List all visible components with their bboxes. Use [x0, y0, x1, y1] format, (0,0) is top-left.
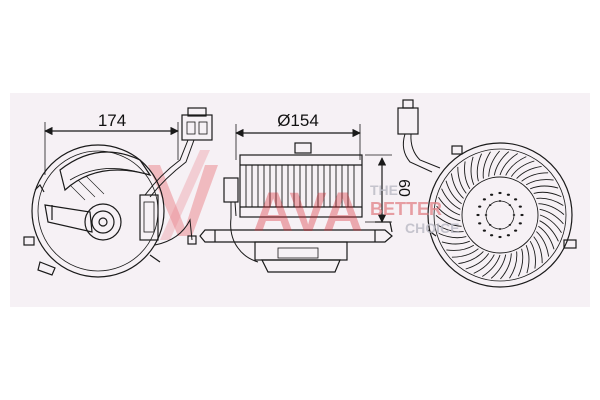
wheel-blade	[436, 224, 464, 233]
wheel-blade	[465, 253, 490, 270]
wheel-blade	[490, 254, 507, 279]
wheel-blade	[436, 205, 461, 222]
wheel-blade	[539, 208, 564, 225]
wheel-blade	[529, 240, 536, 269]
wheel-blade	[446, 244, 475, 251]
wheel-blade	[536, 197, 564, 206]
watermark-tagline-3: CHOICE	[405, 220, 459, 236]
hub-dot	[518, 205, 522, 208]
height-dimension-label: 60	[395, 179, 412, 197]
fan-blade-lines	[245, 165, 355, 207]
hub-dot	[484, 214, 488, 216]
wheel-blade	[470, 156, 475, 185]
wheel-blade	[525, 179, 554, 186]
hub-dot	[482, 229, 486, 232]
hub-dot	[508, 223, 512, 226]
wheel-blade	[451, 248, 479, 258]
wheel-blade	[441, 240, 470, 245]
wheel-blade	[500, 253, 512, 280]
wheel-blade	[464, 161, 471, 190]
wheel-blade	[538, 203, 565, 215]
wheel-hub-dots	[476, 191, 524, 239]
hub-dot	[490, 193, 494, 196]
wheel-blade	[438, 197, 461, 216]
wheel-blade	[533, 236, 543, 264]
wheel-blade	[458, 251, 484, 265]
hub-dot	[514, 198, 518, 201]
wheel-blade	[482, 254, 501, 277]
hub-dot	[488, 223, 492, 226]
wheel-blade	[516, 165, 542, 179]
hub-dot	[498, 235, 502, 239]
wheel-blade	[482, 151, 491, 179]
wheel-blade	[538, 225, 555, 250]
wheel-blade	[445, 180, 462, 205]
wheel-blade	[488, 150, 500, 177]
hub-dot	[478, 205, 482, 208]
hub-dot	[506, 234, 510, 237]
wheel-blade	[457, 166, 467, 194]
right-wheel-view	[397, 99, 577, 288]
hub-dot	[482, 198, 486, 201]
hub-dot	[476, 213, 480, 217]
diameter-dimension-label: Ø154	[277, 111, 319, 130]
hub-dot	[512, 214, 516, 216]
watermark-tagline-1: THE	[370, 182, 398, 198]
wheel-blade	[493, 151, 510, 176]
wheel-blade	[539, 220, 559, 242]
watermark-tagline-2: BETTER	[370, 199, 442, 219]
wheel-blade	[438, 232, 467, 239]
wheel-blade	[521, 172, 549, 182]
left-housing-view	[23, 107, 213, 278]
watermark-logo	[148, 150, 218, 240]
hub-dot	[520, 213, 524, 217]
hub-dot	[518, 222, 522, 225]
center-fan-view	[199, 124, 393, 273]
watermark-brand: AVA	[253, 180, 363, 243]
wheel-blade	[441, 188, 461, 210]
hub-dot	[498, 191, 502, 195]
wheel-blade	[473, 254, 495, 274]
wheel-blade	[517, 248, 524, 277]
hub-dot	[498, 200, 502, 202]
wheel-blade	[499, 153, 518, 176]
wheel-blade	[533, 191, 562, 198]
wheel-blade	[505, 156, 527, 176]
width-dimension-label: 174	[98, 111, 126, 130]
wheel-blade	[476, 153, 483, 182]
wheel-blade	[530, 185, 559, 190]
wheel-blade	[435, 215, 462, 227]
hub-dot	[498, 228, 502, 230]
hub-dot	[506, 193, 510, 196]
wheel-blade	[510, 160, 535, 177]
hub-dot	[508, 204, 512, 207]
hub-dot	[490, 234, 494, 237]
wheel-blade	[450, 173, 464, 199]
wheel-blade	[525, 245, 530, 274]
wheel-blade	[536, 231, 550, 257]
hub-dot	[478, 222, 482, 225]
wheel-blade	[539, 214, 562, 233]
wheel-blade	[509, 251, 518, 279]
wheel-blades	[435, 150, 565, 280]
hub-dot	[514, 229, 518, 232]
left-connector	[181, 114, 213, 141]
center-connector	[223, 177, 239, 203]
hub-dot	[488, 204, 492, 207]
right-connector	[397, 107, 419, 135]
